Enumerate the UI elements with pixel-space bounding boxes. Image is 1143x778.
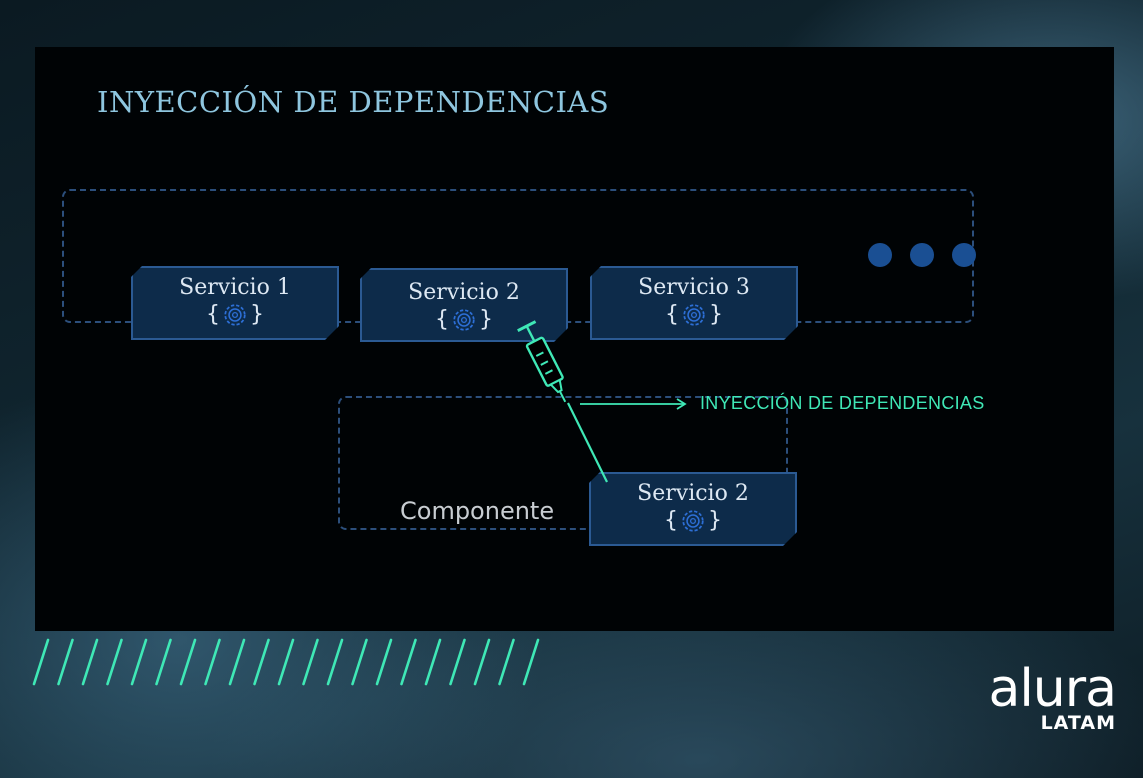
gear-icon <box>681 302 707 328</box>
stripe <box>253 638 270 686</box>
service-card-2: Servicio 2 { } <box>360 268 568 342</box>
dot <box>868 243 892 267</box>
ellipsis-dots-icon <box>868 243 976 267</box>
logo-wordmark: alura <box>988 659 1117 719</box>
component-service-card: Servicio 2 { } <box>589 472 797 546</box>
service-icon-row: { } <box>133 302 337 328</box>
stripe <box>57 638 74 686</box>
stripe <box>106 638 123 686</box>
dot <box>952 243 976 267</box>
stripe <box>424 638 442 686</box>
injection-label: INYECCIÓN DE DEPENDENCIAS <box>700 393 985 413</box>
service-card-3: Servicio 3 { } <box>590 266 798 340</box>
service-icon-row: { } <box>591 508 795 534</box>
gear-icon <box>451 307 477 333</box>
decorative-stripes <box>32 638 540 686</box>
logo-region: LATAM <box>1040 712 1116 734</box>
stripe <box>155 638 172 686</box>
open-brace: { <box>435 307 449 332</box>
open-brace: { <box>665 302 679 327</box>
stripe <box>449 638 466 686</box>
stripe <box>473 638 491 686</box>
close-brace: } <box>479 307 493 332</box>
service-icon-row: { } <box>592 302 796 328</box>
open-brace: { <box>664 508 678 533</box>
gear-icon <box>222 302 248 328</box>
stripe <box>498 638 515 686</box>
stripe <box>522 638 540 686</box>
stripe <box>326 638 344 686</box>
stripe <box>32 638 50 686</box>
close-brace: } <box>250 302 264 327</box>
stripe <box>179 638 197 686</box>
stripe <box>400 638 417 686</box>
service-icon-row: { } <box>362 307 566 333</box>
gear-icon <box>680 508 706 534</box>
open-brace: { <box>206 302 220 327</box>
service-card-1: Servicio 1 { } <box>131 266 339 340</box>
service-name: Servicio 3 <box>638 275 750 300</box>
service-name: Servicio 1 <box>179 275 291 300</box>
alura-latam-logo: alura LATAM <box>988 659 1117 734</box>
stripe <box>277 638 295 686</box>
close-brace: } <box>709 302 723 327</box>
stripe <box>81 638 99 686</box>
service-name: Servicio 2 <box>408 280 520 305</box>
component-label: Componente <box>400 497 555 525</box>
stripe <box>375 638 393 686</box>
stripe <box>130 638 148 686</box>
stripe <box>351 638 368 686</box>
dot <box>910 243 934 267</box>
stripe <box>302 638 319 686</box>
service-name: Servicio 2 <box>637 481 749 506</box>
close-brace: } <box>708 508 722 533</box>
stripe <box>204 638 221 686</box>
stripe <box>228 638 246 686</box>
slide-title: INYECCIÓN DE DEPENDENCIAS <box>97 85 610 119</box>
